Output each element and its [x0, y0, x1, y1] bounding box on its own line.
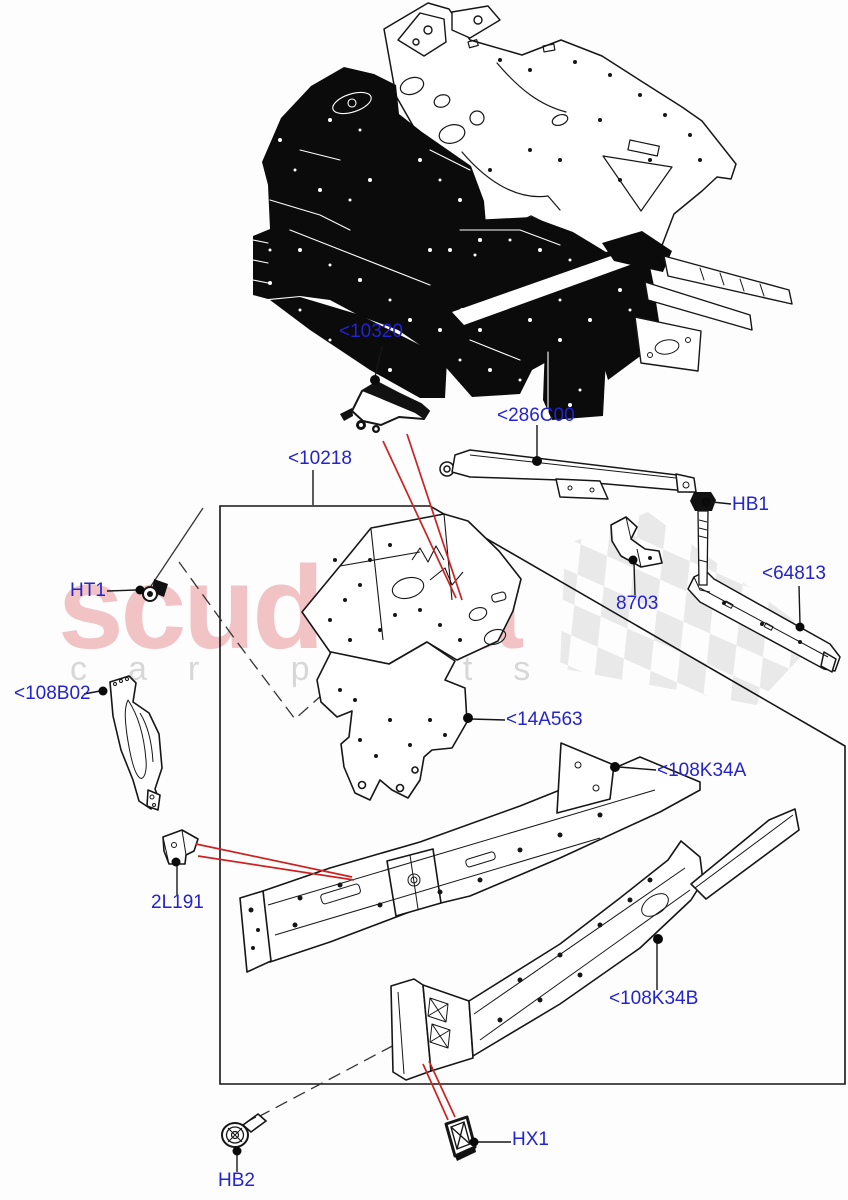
part-label-108K34B[interactable]: <108K34B — [609, 988, 699, 1009]
frame-detail-lines — [252, 91, 561, 416]
part-label-2L191[interactable]: 2L191 — [151, 892, 204, 913]
screw-HT1 — [142, 579, 168, 602]
panel-10218-holes — [328, 543, 462, 793]
part-label-10218[interactable]: <10218 — [288, 448, 352, 469]
frame-rail-left-lower — [270, 297, 447, 398]
part-label-108B02[interactable]: <108B02 — [14, 683, 91, 704]
assembly-indicator-lines — [195, 433, 463, 1121]
crush-can-right — [543, 334, 606, 420]
part-label-8703[interactable]: 8703 — [616, 593, 659, 614]
bracket-10320 — [340, 381, 430, 433]
part-label-286C00[interactable]: <286C00 — [497, 405, 575, 426]
clip-HX1 — [444, 1115, 477, 1161]
part-label-64813[interactable]: <64813 — [762, 563, 826, 584]
cowl-panel-details — [399, 39, 673, 212]
rear-rail-white — [634, 255, 793, 372]
duct-8703 — [610, 516, 663, 568]
checkered-flag-watermark — [560, 512, 818, 705]
part-label-14A563[interactable]: <14A563 — [506, 709, 583, 730]
part-label-HB1[interactable]: HB1 — [732, 494, 769, 515]
bolt-HB2 — [221, 1112, 268, 1148]
cowl-panel-holes — [488, 58, 702, 182]
parts-group-box — [219, 505, 846, 1085]
panel-10218-details — [339, 513, 507, 646]
part-label-10320[interactable]: <10320 — [339, 321, 403, 342]
rail-108K34B — [390, 808, 800, 1081]
rail-108K34A-holes — [248, 812, 603, 950]
rear-rail-hatch — [647, 267, 765, 358]
part-label-HX1[interactable]: HX1 — [512, 1129, 549, 1150]
frame-assembly-reference — [252, 2, 793, 420]
rail-108K34B-details — [397, 814, 794, 1075]
bolt-HB1 — [690, 492, 716, 586]
bracket-2L191 — [162, 829, 199, 865]
rail-108K34A — [239, 742, 701, 973]
label-leader-lines — [83, 345, 801, 1172]
part-label-HB2[interactable]: HB2 — [218, 1170, 255, 1191]
rail-108K34A-details — [267, 761, 656, 936]
frame-speckle-holes — [268, 118, 632, 407]
rail-108K34B-holes — [497, 877, 653, 1023]
rail-64813 — [687, 570, 841, 673]
label-leader-dots — [98, 375, 805, 1156]
panel-10218 — [301, 513, 522, 801]
upper-rail-strip — [452, 243, 660, 325]
cowl-top-brackets — [397, 5, 501, 57]
panel-108B02 — [109, 675, 163, 811]
part-label-HT1[interactable]: HT1 — [70, 580, 106, 601]
apron-hook-black — [602, 231, 672, 272]
strut-286C00 — [439, 449, 697, 500]
part-label-108K34A[interactable]: <108K34A — [657, 760, 747, 781]
